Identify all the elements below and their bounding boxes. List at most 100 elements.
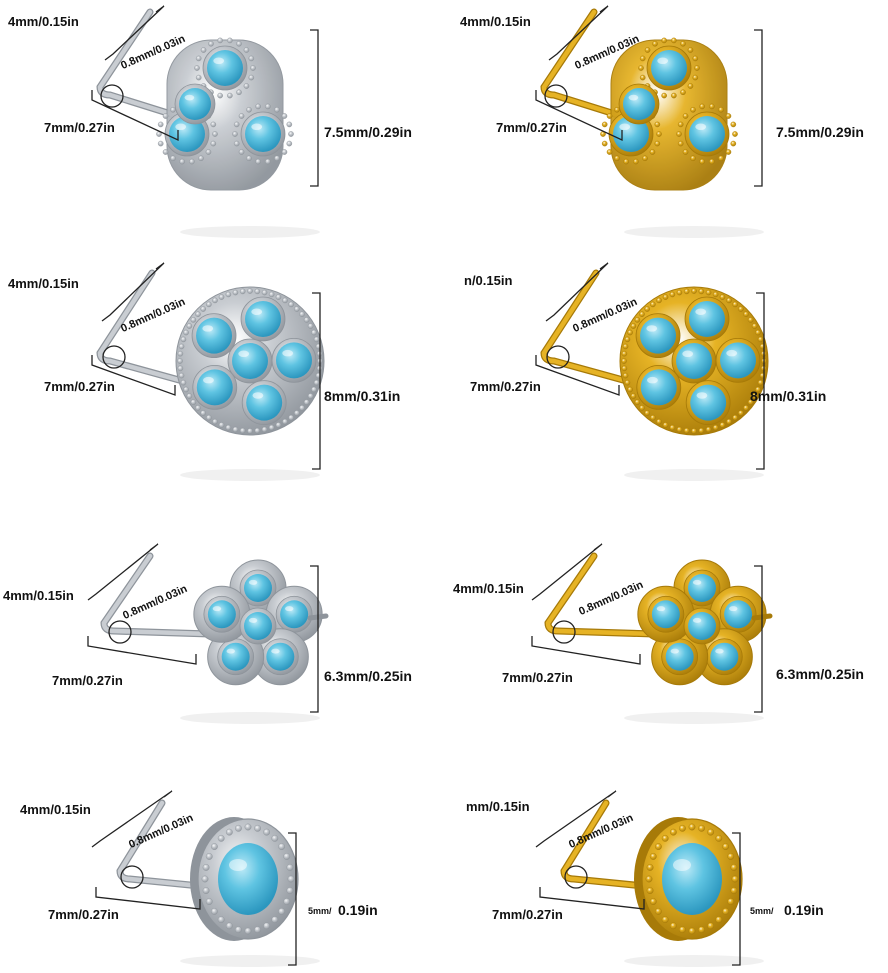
bead-detail [177, 358, 183, 364]
bead-detail [751, 393, 758, 399]
bead-detail [621, 358, 627, 364]
bead-detail [669, 424, 676, 431]
height-dimension [754, 565, 763, 713]
bead-detail [719, 422, 726, 428]
shadow [624, 955, 764, 967]
bead-detail [210, 140, 217, 147]
bead-detail [186, 393, 193, 399]
bead-detail [682, 149, 689, 155]
turquoise-stone [665, 642, 694, 671]
stud-gold-five-stone: n/0.15in 0.8mm/0.03in 7mm/0.27in 8mm/0.3… [444, 243, 888, 486]
bead-detail [707, 828, 715, 836]
l-shaped-pin-highlight [97, 270, 193, 386]
stone-highlight [282, 349, 294, 357]
bead-detail [268, 424, 275, 431]
bead-detail [691, 428, 697, 434]
bead-detail [208, 40, 214, 47]
height-label: 7.5mm/0.29in [324, 124, 412, 140]
bead-detail [275, 422, 282, 428]
bead-detail [727, 853, 735, 860]
bead-detail [183, 386, 189, 393]
turquoise-stone [640, 317, 677, 354]
bead-detail [248, 55, 255, 62]
bead-detail [634, 399, 641, 405]
bead-detail [699, 158, 705, 165]
turquoise-stone [244, 612, 272, 640]
pin-top-dimension [101, 262, 165, 322]
bead-detail [680, 89, 686, 96]
bead-detail [715, 834, 723, 842]
stone-highlight [729, 606, 738, 612]
pin-length-dimension [95, 887, 201, 910]
wire-gauge-marker [102, 345, 126, 369]
turquoise-stone [275, 342, 312, 379]
bead-detail [725, 113, 732, 119]
bead-detail [691, 288, 697, 294]
height-label-suffix: 0.19in [784, 902, 824, 918]
bead-detail [288, 301, 294, 308]
turquoise-stone [266, 642, 295, 671]
bead-detail [707, 922, 715, 930]
shadow [180, 226, 320, 238]
bead-detail [677, 140, 684, 147]
bead-detail [178, 343, 185, 350]
bead-detail [307, 393, 314, 399]
turquoise-stone [724, 600, 753, 629]
jewelry-illustration [535, 262, 769, 481]
bead-detail [649, 853, 657, 860]
bead-detail [726, 418, 732, 425]
bead-detail [645, 875, 653, 883]
pin-top-dimension [104, 5, 165, 61]
turquoise-stone [640, 369, 677, 406]
bead-detail [190, 399, 197, 405]
height-label-prefix: 5mm/ [750, 906, 774, 916]
bead-detail [639, 311, 645, 317]
height-dimension [754, 29, 763, 187]
pin-top-label: 4mm/0.15in [20, 802, 91, 817]
pin-length-label: 7mm/0.27in [492, 907, 563, 922]
bead-detail [705, 426, 712, 433]
stone-highlight [628, 94, 639, 101]
bead-detail [205, 898, 213, 905]
bead-detail [671, 92, 677, 99]
stone-highlight [212, 606, 222, 612]
bead-detail [622, 372, 629, 379]
bead-detail [246, 106, 252, 113]
bead-detail [757, 379, 764, 386]
bead-detail [278, 908, 286, 915]
jewelry-illustration [87, 543, 329, 724]
bead-detail [624, 336, 631, 343]
bead-detail [730, 864, 738, 871]
bead-detail [712, 291, 719, 298]
bead-detail [233, 140, 240, 147]
bead-detail [677, 121, 684, 128]
bead-detail [732, 131, 738, 137]
bead-detail [639, 405, 645, 411]
height-label: 7.5mm/0.29in [776, 124, 864, 140]
bead-detail [307, 323, 314, 329]
bead-detail [682, 113, 689, 119]
bead-detail [195, 74, 202, 81]
bead-detail [718, 106, 724, 113]
bead-detail [195, 405, 201, 411]
bead-detail [699, 103, 705, 110]
bead-detail [274, 155, 280, 162]
bead-detail [718, 155, 724, 162]
bead-detail [263, 828, 271, 836]
bead-detail [250, 65, 256, 71]
bead-detail [233, 121, 240, 128]
bead-detail [755, 386, 761, 393]
stone-highlight [251, 123, 263, 131]
turquoise-stone [207, 600, 236, 629]
bead-detail [698, 427, 705, 434]
bead-detail [200, 306, 206, 312]
bead-detail [692, 55, 699, 62]
bead-detail [244, 823, 252, 831]
bead-detail [217, 37, 223, 44]
stone-highlight [715, 648, 724, 654]
turquoise-stone [688, 612, 716, 640]
turquoise-stone [245, 116, 281, 152]
stone-highlight [656, 606, 666, 612]
bead-detail [217, 834, 225, 842]
